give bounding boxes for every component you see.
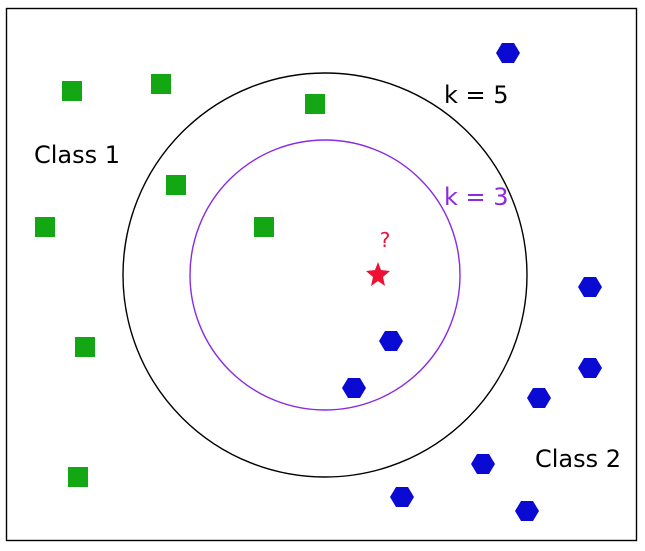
query-star-icon <box>366 262 390 286</box>
class2-point <box>342 378 366 398</box>
class2-point <box>578 358 602 378</box>
k5-label: k = 5 <box>444 81 509 109</box>
k3-neighborhood-circle <box>189 139 461 411</box>
query-label: ? <box>380 228 391 252</box>
k5-neighborhood-circle <box>122 72 528 478</box>
class2-point <box>471 454 495 474</box>
class2-point <box>578 277 602 297</box>
class2-point <box>379 331 403 351</box>
class1-point <box>254 217 274 237</box>
class1-point <box>62 81 82 101</box>
class2-point <box>390 487 414 507</box>
class1-point <box>75 337 95 357</box>
k3-label: k = 3 <box>444 183 509 211</box>
class1-point <box>151 74 171 94</box>
class1-points <box>35 74 325 487</box>
class2-label: Class 2 <box>535 445 621 473</box>
class2-points <box>342 43 602 521</box>
class2-point <box>515 501 539 521</box>
class1-point <box>35 217 55 237</box>
class1-label: Class 1 <box>34 141 120 169</box>
class2-point <box>496 43 520 63</box>
class2-point <box>527 388 551 408</box>
class1-point <box>68 467 88 487</box>
class1-point <box>305 94 325 114</box>
class1-point <box>166 175 186 195</box>
